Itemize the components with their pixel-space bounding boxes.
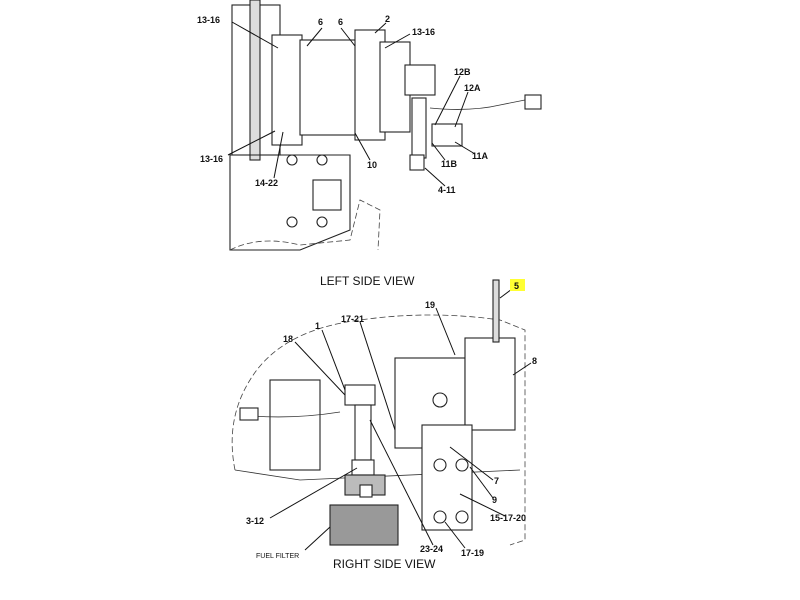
- callout-18: 18: [283, 334, 293, 344]
- right-view-callouts: 5 19 17-21 1 18 8 7 9 15-17-20 3-12 23-2…: [246, 279, 537, 571]
- callout-6: 6: [338, 17, 343, 27]
- callout-7: 7: [494, 476, 499, 486]
- left-side-view-drawing: [229, 0, 542, 251]
- callout-4-11: 4-11: [438, 185, 456, 195]
- callout-12b: 12B: [454, 67, 471, 77]
- right-side-view-drawing: [231, 279, 526, 546]
- callout-2: 2: [385, 14, 390, 24]
- callout-1: 1: [315, 321, 320, 331]
- callout-5-highlight: [510, 279, 525, 291]
- callout-11b: 11B: [441, 159, 458, 169]
- callout-13-16: 13-16: [200, 154, 223, 164]
- callout-15-17-20: 15-17-20: [490, 513, 526, 523]
- right-side-view-title: RIGHT SIDE VIEW: [333, 557, 436, 571]
- callout-19: 19: [425, 300, 435, 310]
- callout-5[interactable]: 5: [514, 281, 519, 291]
- fuel-filter-label: FUEL FILTER: [256, 553, 299, 560]
- callout-23-24: 23-24: [420, 544, 443, 554]
- callout-11a: 11A: [472, 151, 489, 161]
- callout-3-12: 3-12: [246, 516, 264, 526]
- left-side-view-title: LEFT SIDE VIEW: [320, 274, 415, 288]
- callout-12a: 12A: [464, 83, 481, 93]
- callout-6: 6: [318, 17, 323, 27]
- callout-14-22: 14-22: [255, 178, 278, 188]
- callout-13-16: 13-16: [412, 27, 435, 37]
- callout-9: 9: [492, 495, 497, 505]
- callout-8: 8: [532, 356, 537, 366]
- callout-17-21: 17-21: [341, 314, 364, 324]
- left-view-callouts: 13-16 6 6 2 13-16 12B 12A 13-16 14-22 10…: [197, 14, 489, 288]
- callout-10: 10: [367, 160, 377, 170]
- callout-13-16: 13-16: [197, 15, 220, 25]
- callout-17-19: 17-19: [461, 548, 484, 558]
